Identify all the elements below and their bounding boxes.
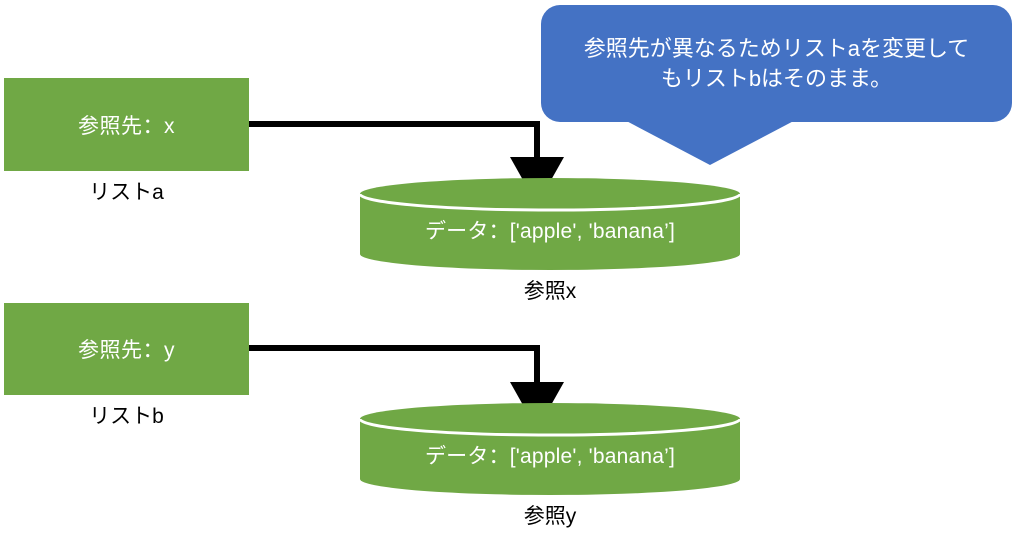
connector-b-to-y — [249, 345, 564, 430]
cylinder-x-text-wrap: データ：['apple', 'banana’] — [360, 178, 740, 270]
callout-line-1: 参照先が異なるためリストaを変更して — [583, 36, 970, 62]
reference-box-b-label: 参照先：y — [78, 339, 175, 362]
caption-reference-y: 参照y — [523, 505, 577, 528]
reference-box-list-a: 参照先：x — [4, 78, 249, 171]
data-cylinder-y: データ：['apple', 'banana’] — [360, 403, 740, 495]
cylinder-x-label: データ：['apple', 'banana’] — [424, 220, 676, 243]
caption-reference-x: 参照x — [523, 280, 577, 303]
callout-line-2: もリストbはそのまま。 — [660, 65, 893, 91]
caption-list-b: リストb — [89, 405, 164, 428]
callout-body: 参照先が異なるためリストaを変更して もリストbはそのまま。 — [541, 5, 1012, 122]
cylinder-y-text-wrap: データ：['apple', 'banana’] — [360, 403, 740, 495]
connector-a-to-x — [249, 121, 564, 205]
cylinder-x-shape — [360, 178, 740, 270]
data-cylinder-x: データ：['apple', 'banana’] — [360, 178, 740, 270]
cylinder-y-label: データ：['apple', 'banana’] — [424, 445, 676, 468]
reference-box-list-b: 参照先：y — [4, 303, 249, 395]
callout-bubble: 参照先が異なるためリストaを変更して もリストbはそのまま。 — [541, 5, 1012, 165]
callout-tail-icon — [615, 115, 805, 165]
cylinder-y-shape — [360, 403, 740, 495]
caption-list-a: リストa — [89, 181, 164, 204]
callout-text: 参照先が異なるためリストaを変更して もリストbはそのまま。 — [584, 34, 970, 92]
reference-box-a-label: 参照先：x — [78, 114, 175, 138]
